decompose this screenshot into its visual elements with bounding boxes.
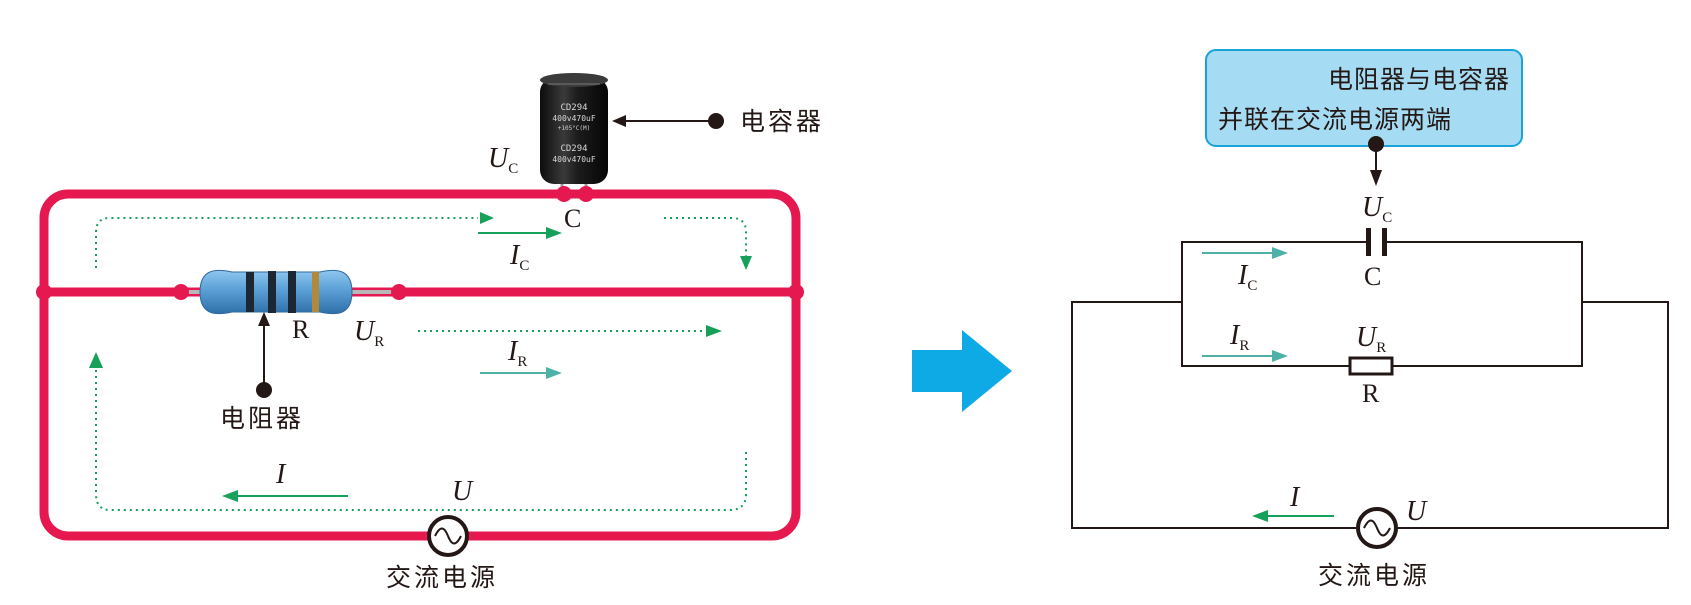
capacitor-marking: CD294: [560, 103, 587, 113]
current-ic-arrow-right: [1202, 247, 1288, 259]
current-ic-left: IC: [509, 240, 529, 274]
voltage-u-right: U: [1406, 496, 1428, 527]
ac-source-left: [427, 515, 469, 557]
current-ir-right: IR: [1229, 320, 1249, 354]
ac-source-label-right: 交流电源: [1318, 561, 1430, 590]
symbol-r-left: R: [292, 315, 310, 344]
capacitor-marking-2: CD294: [560, 144, 587, 154]
capacitor-component: CD294 400v470uF +105°C(M) CD294 400v470u…: [540, 73, 608, 194]
red-wire-loop: [39, 189, 801, 541]
current-ir-arrow-right: [1202, 350, 1288, 362]
symbol-c-right: C: [1364, 262, 1381, 291]
capacitor-label: 电容器: [740, 107, 824, 136]
symbol-c-left: C: [564, 204, 581, 233]
current-ic-right: IC: [1237, 260, 1257, 294]
callout-box: [1205, 49, 1523, 147]
dotted-current-paths: [95, 217, 747, 511]
right-schematic: 电阻器与电容器 并联在交流电源两端 UC C UR R: [1071, 49, 1669, 590]
current-i-arrow-right: [1252, 510, 1334, 522]
voltage-uc-right: UC: [1362, 192, 1392, 226]
symbol-r-right: R: [1362, 379, 1380, 408]
capacitor-symbol: [1366, 228, 1387, 256]
current-i-arrow-left: [222, 490, 348, 502]
ac-source-right: [1356, 507, 1398, 549]
voltage-ur-right: UR: [1356, 322, 1386, 356]
current-i-right: I: [1289, 482, 1301, 513]
resistor-symbol: [1348, 356, 1394, 376]
current-ir-arrow-left: [480, 367, 562, 379]
current-i-left: I: [275, 459, 287, 490]
callout-pointer: [1368, 136, 1384, 186]
capacitor-temp: +105°C(M): [558, 125, 591, 132]
callout-line-2: 并联在交流电源两端: [1218, 105, 1452, 134]
capacitor-pointer: [612, 113, 724, 129]
ac-source-label-left: 交流电源: [386, 563, 498, 592]
voltage-uc-left: UC: [488, 143, 518, 177]
schematic-wires: [1071, 241, 1669, 529]
voltage-u-left: U: [452, 476, 474, 507]
resistor-pointer: [256, 312, 272, 398]
voltage-ur-left: UR: [354, 316, 384, 350]
junction-dots: [36, 186, 804, 300]
left-physical-circuit: CD294 400v470uF +105°C(M) CD294 400v470u…: [36, 73, 824, 592]
capacitor-rating-2: 400v470uF: [552, 155, 596, 164]
resistor-component: [182, 269, 398, 315]
dotted-arrowheads: [89, 212, 752, 368]
resistor-label: 电阻器: [220, 404, 304, 433]
capacitor-rating: 400v470uF: [552, 114, 596, 123]
transform-arrow: [912, 330, 1012, 412]
callout-line-1: 电阻器与电容器: [1328, 65, 1510, 94]
current-ir-left: IR: [507, 336, 527, 370]
current-ic-arrow-left: [478, 227, 562, 239]
